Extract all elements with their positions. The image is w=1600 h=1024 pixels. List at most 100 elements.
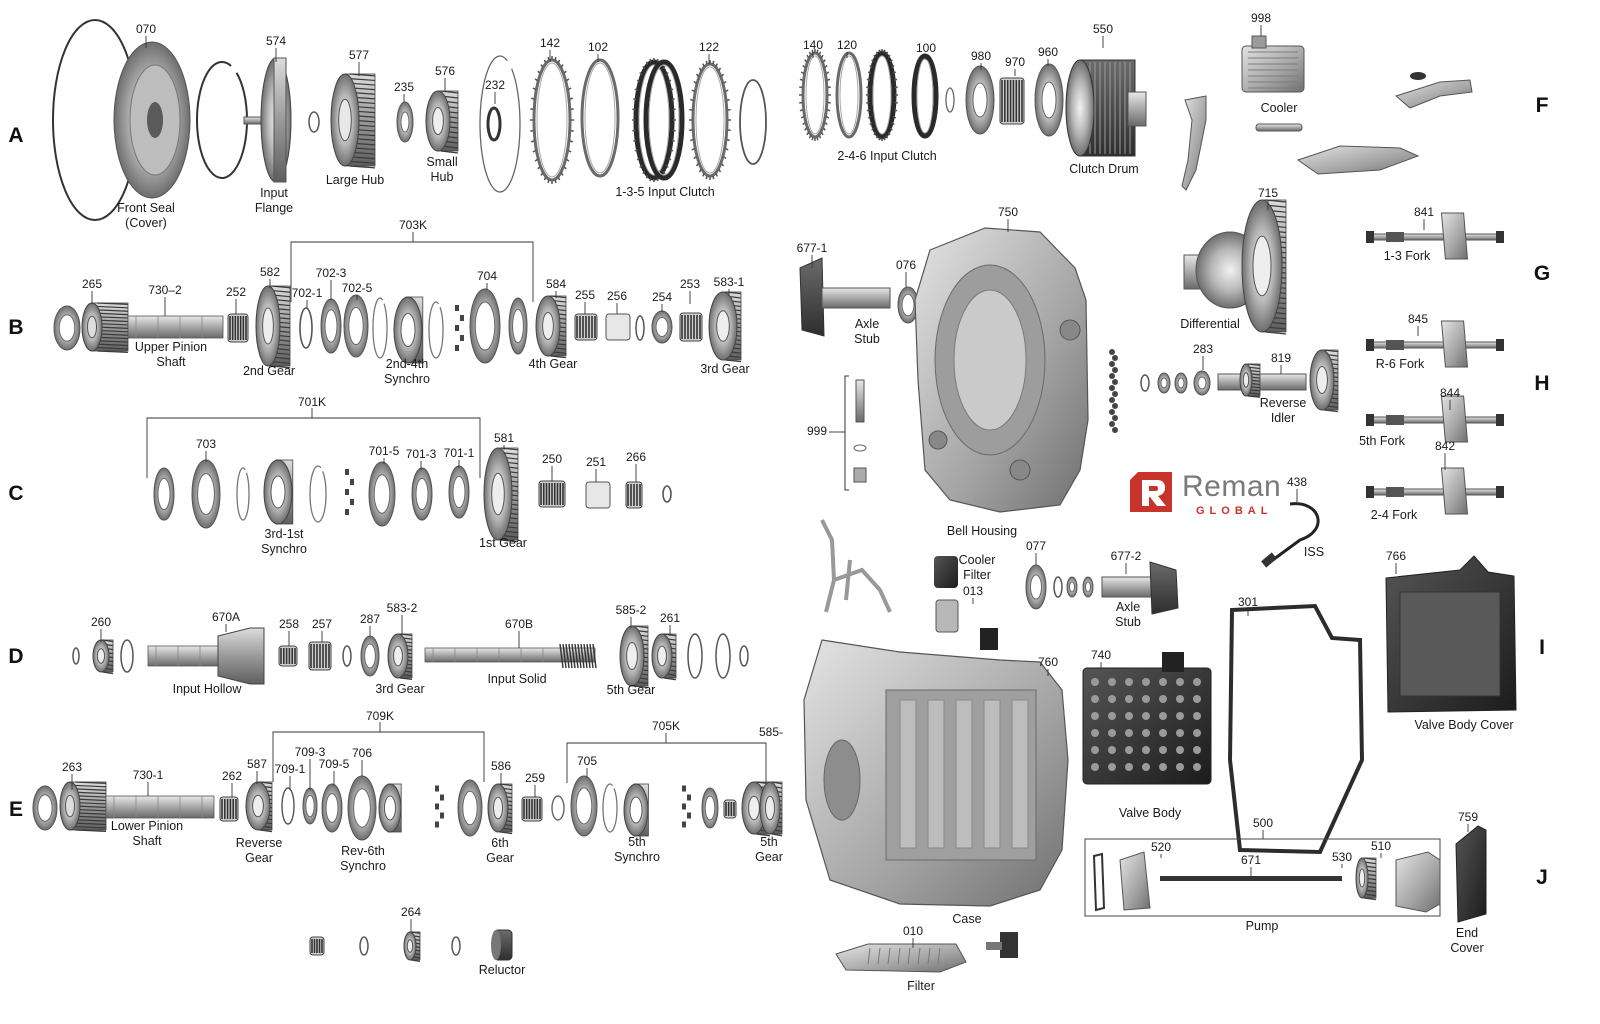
shaft-body [127,315,224,339]
ring-outline [945,87,955,113]
snap-ring [479,55,521,193]
snap-ring [451,936,461,956]
fork-spring [1386,232,1404,242]
gear-tooth [271,360,291,364]
blocker-ring [320,298,342,354]
ring-outline [635,315,645,341]
plate-tooth [540,64,544,68]
callout-number: 702-1 [291,286,323,300]
gear-tooth [97,312,129,316]
vb-valve [1159,712,1167,720]
plate-tooth [871,127,875,131]
linkage-cap [1410,72,1426,80]
plate-tooth [885,135,889,139]
row-letter: A [8,124,24,147]
gear-tooth [440,90,459,94]
sensor-wire [1269,502,1320,564]
clutch-plate [530,56,574,184]
gear [81,302,129,353]
part-caption: Valve Body [1118,806,1182,820]
plate-tooth [873,131,877,136]
plate-tooth [568,87,572,91]
plate-tooth [727,129,731,132]
synchro-key [455,345,459,351]
gear [1241,199,1287,335]
snap-ring [428,301,444,359]
gear-bore [406,939,414,953]
part-caption: End Cover [1450,926,1484,955]
part-caption: Bell Housing [946,524,1018,538]
part-caption: 2-4 Fork [1370,508,1418,522]
plate-inner [916,58,934,134]
plate-tooth [689,108,693,111]
clutch-plate [689,60,731,180]
idler-shaft [1217,373,1307,391]
plate-tooth [632,108,636,111]
plate-tooth [540,172,544,176]
snap-ring [372,297,388,359]
flange-rim [273,57,287,183]
gear-tooth [271,365,291,369]
part-caption: R-6 Fork [1375,357,1425,371]
plate-tooth [534,78,538,82]
gear-tooth [1364,897,1377,901]
hollow-flare [217,627,265,685]
part-caption: 5th Fork [1359,434,1405,448]
plate-tooth [656,177,659,182]
plate-tooth [889,59,893,63]
plate-tooth [634,148,638,152]
shift-fork [1366,467,1504,515]
plate-inner [872,55,892,135]
sensor-head [1261,552,1277,568]
needle-bearing [679,312,703,342]
callout-number: 703 [195,437,217,451]
part-caption: 1-3 Fork [1383,249,1431,263]
gear-tooth [550,295,567,299]
stub-flange [799,257,825,337]
disc-bore [1197,376,1207,390]
callout-number: 500 [1252,816,1274,830]
vb-valve [1125,763,1133,771]
callout-number: 256 [606,289,628,303]
plate-tooth [725,147,729,151]
plate-tooth [668,79,672,83]
cooler-pin [1255,123,1303,132]
gear-bore [432,107,444,135]
callout-number: 730–2 [148,283,182,297]
synchro-key [440,812,444,819]
plate-tooth [802,122,806,126]
gear-tooth [411,959,421,962]
plate-tooth [705,60,708,64]
ring-outline [739,79,767,165]
part-caption: 4th Gear [528,357,578,371]
ring-outline [299,307,313,349]
case-connector [980,628,998,650]
logo-mark-letter [1142,480,1166,506]
plate-tooth [825,115,830,119]
kit-nut [853,467,867,483]
row-letter: B [8,316,24,339]
disc-bore [373,474,391,514]
synchro-hub [393,296,424,364]
gear-tooth [634,685,649,689]
ring-outline [451,936,461,956]
plate-tooth [822,59,826,63]
gear [619,625,649,689]
callout-number: 232 [484,78,506,92]
vb-valve [1142,746,1150,754]
callout-number: 010 [902,924,924,938]
plate-tooth [871,59,875,63]
filter-rib [917,947,921,965]
synchro-keys [455,305,464,351]
part-caption: Reluctor [478,963,526,977]
row-letter: F [1535,94,1549,117]
plate-tooth [695,163,700,167]
part-caption: Upper Pinion Shaft [134,340,208,369]
gear [245,781,273,833]
plate-tooth [568,149,572,153]
part-caption: 5th Gear [606,683,656,697]
plate-tooth [883,49,886,53]
plate-tooth [557,59,561,63]
ring-outline [1140,374,1150,392]
kit-bracket [290,241,534,302]
